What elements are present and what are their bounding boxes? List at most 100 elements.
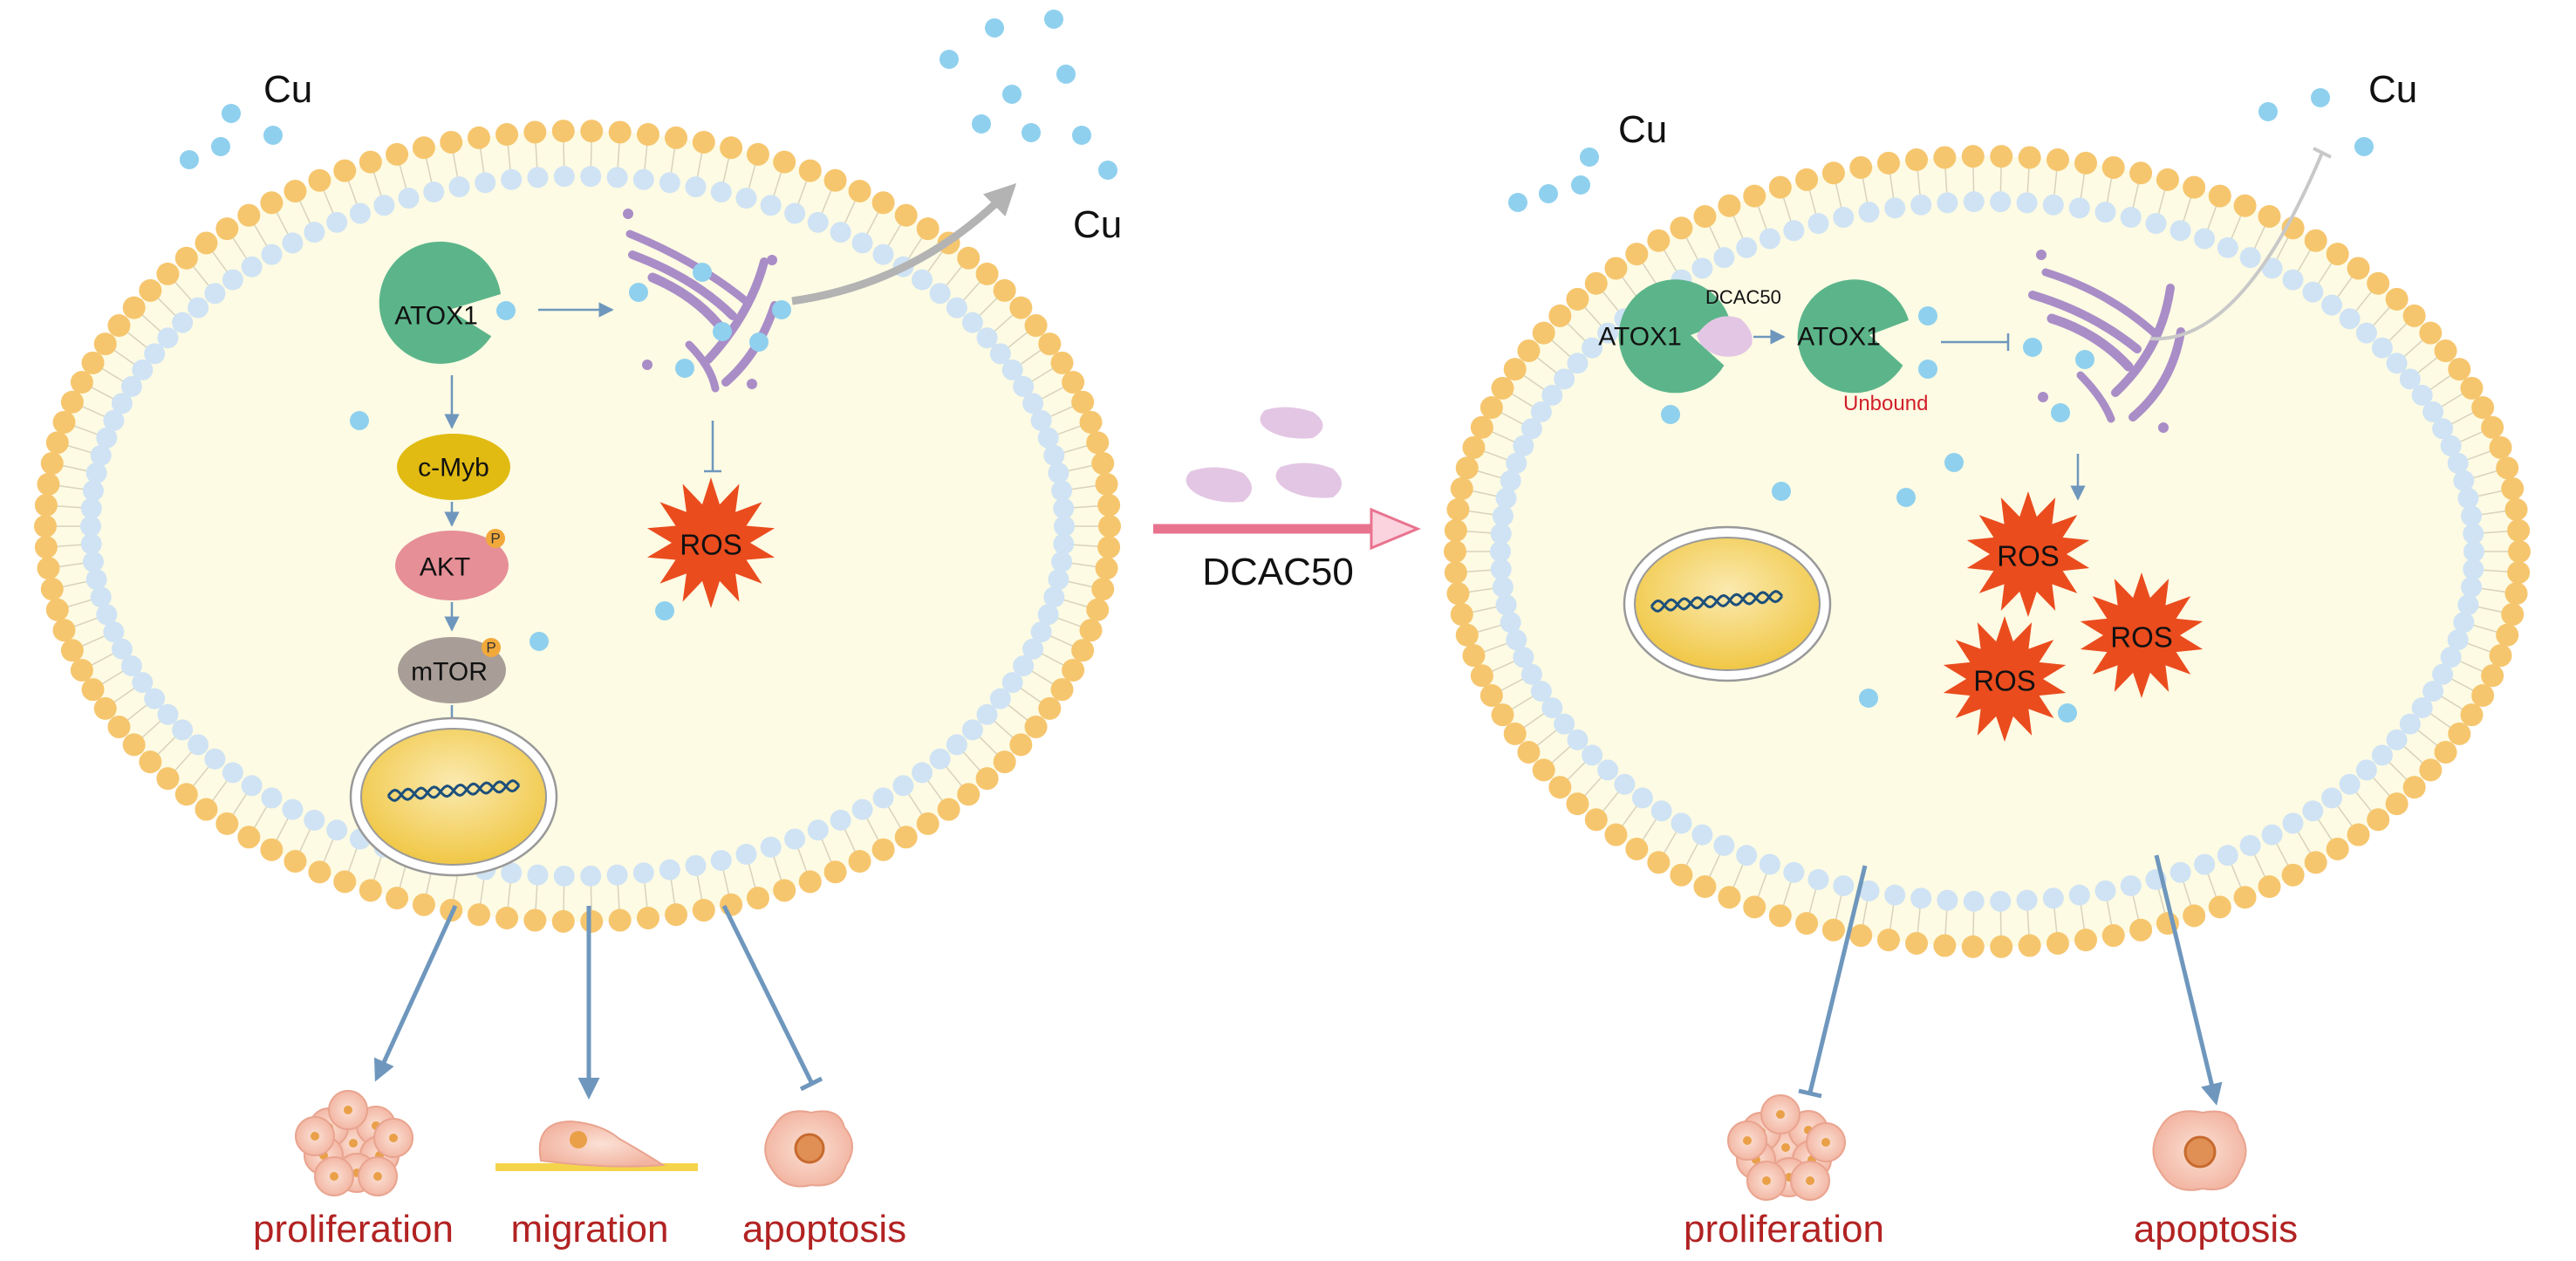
lipid-head-outer bbox=[2233, 886, 2257, 909]
copper-ion bbox=[675, 359, 694, 378]
lipid-tail bbox=[507, 880, 512, 912]
copper-ion bbox=[2051, 403, 2070, 422]
lipid-head-inner bbox=[349, 202, 371, 224]
lipid-head-outer bbox=[40, 578, 64, 601]
lipid-tail bbox=[124, 329, 150, 350]
lipid-head-outer bbox=[2385, 287, 2409, 311]
lipid-tail bbox=[1038, 651, 1068, 668]
lipid-head-outer bbox=[2460, 376, 2484, 400]
lipid-tail bbox=[977, 734, 1001, 758]
lipid-tail bbox=[1068, 562, 1100, 568]
lipid-head-inner bbox=[1783, 861, 1805, 883]
lipid-tail bbox=[843, 196, 858, 227]
lipid-tail bbox=[78, 404, 108, 419]
lipid-tail bbox=[507, 140, 512, 173]
lipid-head-outer bbox=[1086, 431, 1110, 455]
lipid-tail bbox=[346, 176, 359, 208]
lipid-head-inner bbox=[929, 748, 951, 770]
lipid-tail bbox=[2106, 174, 2114, 206]
lipid-head-outer bbox=[52, 619, 76, 642]
lipid-head-inner bbox=[2440, 647, 2462, 668]
lipid-head-outer bbox=[284, 850, 307, 874]
lipid-head-inner bbox=[1736, 845, 1758, 867]
lipid-head-inner bbox=[2339, 308, 2361, 330]
lipid-head-inner bbox=[2120, 207, 2142, 229]
lipid-head-inner bbox=[710, 182, 732, 203]
lipid-head-outer bbox=[308, 168, 331, 192]
lipid-head-outer bbox=[2183, 904, 2206, 928]
lipid-tail bbox=[1972, 163, 1975, 195]
lipid-head-outer bbox=[386, 142, 409, 166]
left-membrane bbox=[34, 120, 1121, 933]
lipid-tail bbox=[1479, 449, 1511, 462]
lipid-head-outer bbox=[2419, 321, 2443, 345]
lipid-head-outer bbox=[636, 123, 659, 147]
lipid-tail bbox=[1070, 504, 1103, 509]
lipid-tail bbox=[1600, 288, 1621, 314]
lipid-tail bbox=[1497, 676, 1527, 693]
lipid-head-outer bbox=[665, 903, 688, 927]
lipid-head-inner bbox=[2440, 435, 2462, 456]
lipid-tail bbox=[1619, 803, 1639, 830]
lipid-head-outer bbox=[81, 678, 105, 702]
lipid-tail bbox=[2370, 774, 2393, 799]
lipid-head-outer bbox=[2501, 603, 2525, 627]
lipid-head-outer bbox=[2233, 194, 2257, 217]
lipid-head-outer bbox=[93, 332, 117, 356]
lipid-tail bbox=[1054, 616, 1085, 629]
lipid-head-inner bbox=[1937, 192, 1958, 214]
lipid-head-outer bbox=[1462, 644, 1486, 668]
lipid-head-outer bbox=[692, 130, 715, 154]
lipid-head-outer bbox=[495, 123, 519, 147]
lipid-head-inner bbox=[1048, 462, 1069, 483]
lipid-head-inner bbox=[851, 798, 873, 820]
lipid-head-outer bbox=[2258, 875, 2281, 899]
lipid-head-inner bbox=[2042, 194, 2064, 216]
phospho-badge bbox=[482, 638, 501, 657]
cluster-cell-nucleus bbox=[344, 1106, 352, 1114]
lipid-head-inner bbox=[912, 269, 933, 291]
lipid-head-outer bbox=[1455, 456, 1479, 480]
atox1-shape bbox=[1797, 279, 1909, 394]
lipid-head-outer bbox=[798, 159, 822, 182]
lipid-head-outer bbox=[1905, 148, 1929, 172]
left-outcome-proliferation: proliferation bbox=[253, 1208, 454, 1251]
lipid-head-inner bbox=[685, 854, 707, 876]
right-golgi-copper bbox=[2023, 338, 2094, 422]
lipid-tail bbox=[906, 234, 925, 262]
copper-ion bbox=[772, 300, 791, 319]
migration-cell-icon bbox=[495, 1120, 698, 1171]
lipid-tail bbox=[1462, 569, 1494, 573]
lipid-tail bbox=[2477, 587, 2510, 593]
lipid-tail bbox=[992, 312, 1016, 334]
lipid-head-inner bbox=[2386, 353, 2408, 374]
lipid-tail bbox=[209, 248, 229, 275]
lipid-head-outer bbox=[1743, 184, 1766, 208]
lipid-head-inner bbox=[111, 393, 133, 415]
copper-ion bbox=[1022, 123, 1041, 142]
lipid-tail bbox=[2354, 288, 2374, 314]
lipid-head-outer bbox=[2046, 931, 2069, 955]
lipid-head-outer bbox=[871, 838, 895, 861]
lipid-head-inner bbox=[2194, 228, 2216, 250]
lipid-head-outer bbox=[1961, 145, 1985, 168]
lipid-head-inner bbox=[1567, 729, 1589, 750]
lipid-tail bbox=[926, 248, 946, 275]
lipid-head-outer bbox=[1566, 287, 1589, 311]
lipid-head-outer bbox=[93, 696, 117, 720]
lipid-head-inner bbox=[1807, 213, 1829, 235]
dcac50-treatment: DCAC50 bbox=[1153, 407, 1421, 593]
lipid-head-outer bbox=[1470, 664, 1493, 688]
lipid-head-outer bbox=[2496, 456, 2519, 480]
lipid-head-inner bbox=[261, 787, 283, 809]
lipid-head-inner bbox=[632, 862, 654, 884]
lipid-head-outer bbox=[174, 246, 198, 270]
lipid-head-outer bbox=[823, 168, 847, 192]
lipid-tail bbox=[2427, 711, 2455, 730]
lipid-head-inner bbox=[1736, 236, 1758, 258]
lipid-head-outer bbox=[2471, 396, 2495, 420]
lipid-head-inner bbox=[685, 176, 707, 198]
lipid-head-inner bbox=[2217, 236, 2238, 258]
lipid-head-outer bbox=[359, 879, 382, 902]
